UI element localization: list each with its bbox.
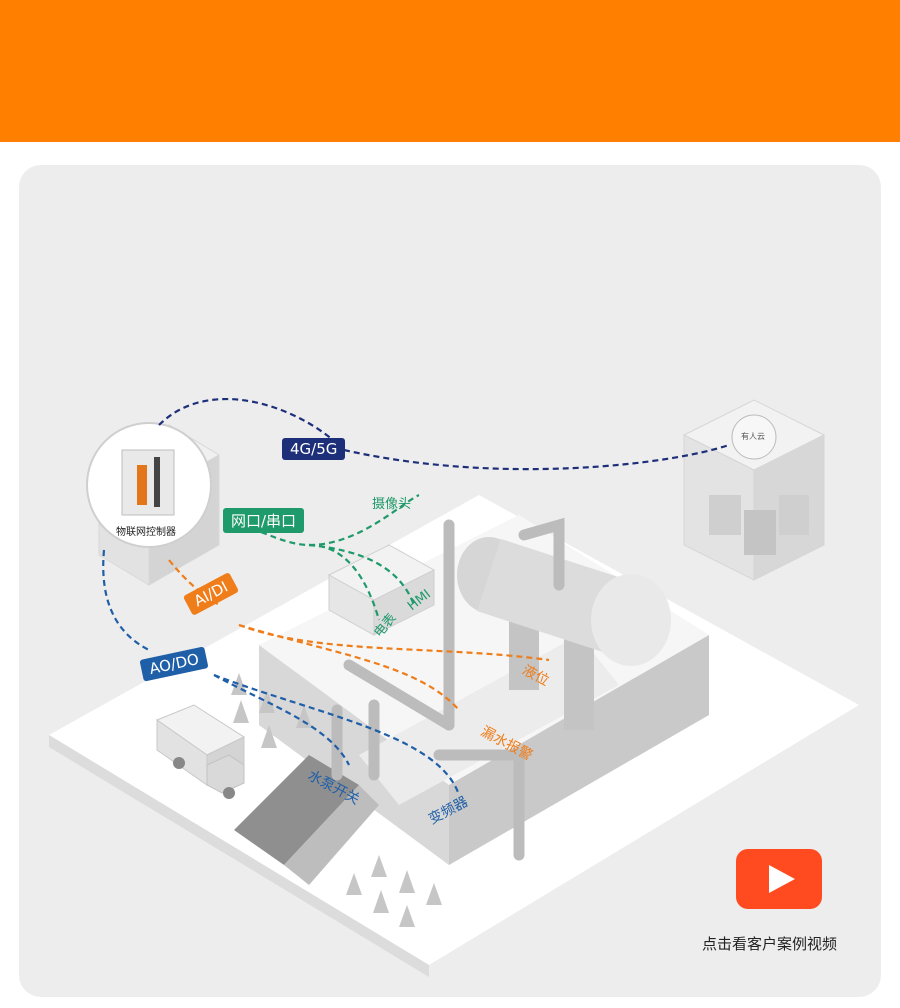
truck bbox=[155, 704, 246, 799]
badge-serial: 网口/串口 bbox=[223, 508, 305, 533]
cloud-logo-text: 有人云 bbox=[741, 432, 765, 441]
storage-tank bbox=[457, 537, 671, 730]
play-video-button[interactable] bbox=[736, 849, 822, 909]
controller-label: 物联网控制器 bbox=[116, 527, 176, 538]
play-icon bbox=[769, 865, 795, 893]
controller-box bbox=[86, 422, 220, 586]
cabinets bbox=[327, 544, 436, 636]
badge-4g5g: 4G/5G bbox=[282, 438, 346, 460]
cloud-datacenter bbox=[682, 399, 826, 581]
top-banner bbox=[0, 0, 900, 142]
video-caption[interactable]: 点击看客户案例视频 bbox=[702, 935, 838, 953]
diagram-card: 物联网控制器 有人云 4G/5G 网口/串口 AI/DI AO/DO 摄像头 H… bbox=[19, 165, 881, 997]
pipes bbox=[331, 517, 565, 861]
trees bbox=[231, 673, 442, 927]
label-camera: 摄像头 bbox=[372, 497, 412, 512]
water-pit bbox=[234, 755, 359, 865]
plant-scene bbox=[49, 397, 859, 977]
